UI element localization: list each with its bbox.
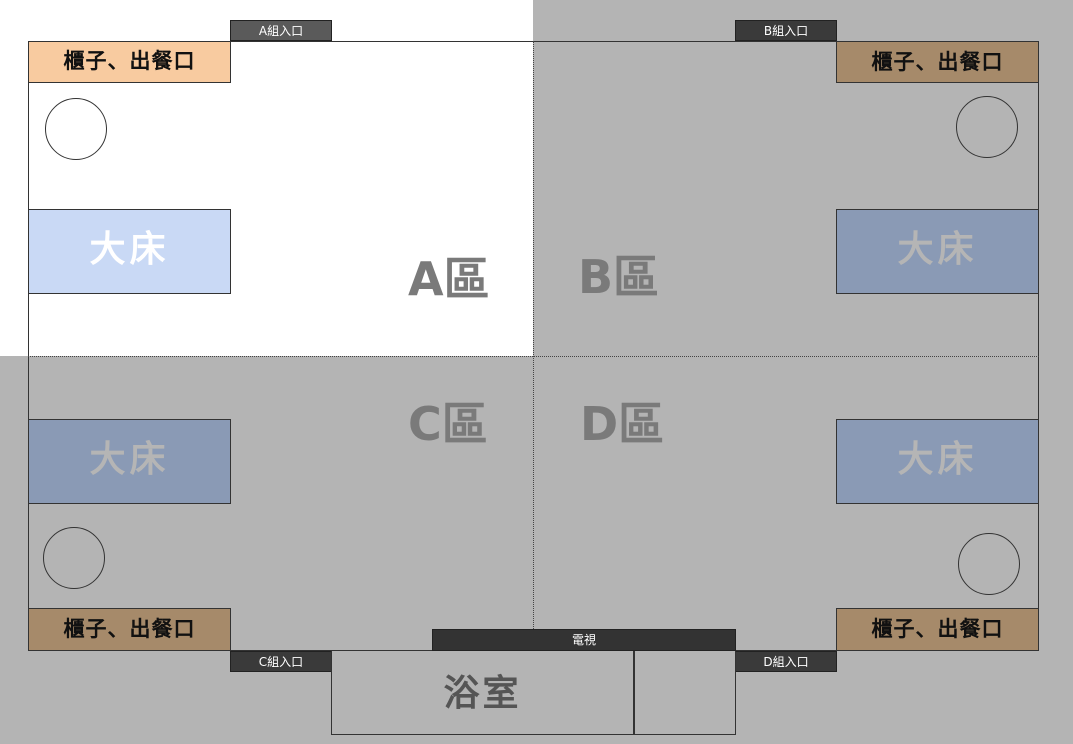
bathroom-side-room: [634, 651, 736, 735]
zone-label-a: A區: [408, 252, 490, 306]
entrance-c: C組入口: [230, 651, 332, 672]
zone-label-c: C區: [408, 397, 488, 451]
counter-c: 櫃子、出餐口: [28, 608, 231, 651]
tv: 電視: [432, 629, 736, 651]
table-circle-c: [43, 527, 105, 589]
counter-a: 櫃子、出餐口: [28, 41, 231, 83]
entrance-a: A組入口: [230, 20, 332, 41]
entrance-d: D組入口: [735, 651, 837, 672]
bathroom-label: 浴室: [443, 673, 522, 714]
table-circle-b: [956, 96, 1018, 158]
bathroom-room: [331, 651, 634, 735]
table-circle-a: [45, 98, 107, 160]
zone-label-b: B區: [578, 250, 660, 304]
bed-c: 大床: [28, 419, 231, 504]
bed-d: 大床: [836, 419, 1039, 504]
entrance-b: B組入口: [735, 20, 837, 41]
counter-d: 櫃子、出餐口: [836, 608, 1039, 651]
horizontal-divider: [28, 356, 1039, 357]
table-circle-d: [958, 533, 1020, 595]
bed-b: 大床: [836, 209, 1039, 294]
counter-b: 櫃子、出餐口: [836, 41, 1039, 83]
vertical-divider: [533, 41, 534, 631]
bed-a: 大床: [28, 209, 231, 294]
zone-label-d: D區: [580, 397, 665, 451]
